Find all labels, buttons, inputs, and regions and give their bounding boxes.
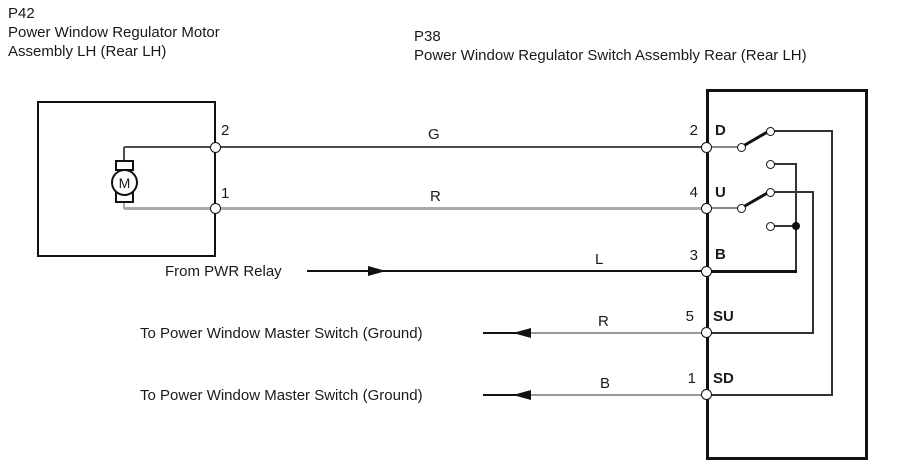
- switch-pin-1-number: 1: [687, 370, 696, 387]
- wire-sd: [529, 394, 706, 396]
- switch-pin-3-circle: [701, 266, 712, 277]
- pin4-pivot-stub: [707, 207, 739, 209]
- ground-label-2: To Power Window Master Switch (Ground): [140, 387, 423, 404]
- switch-connector-box: [706, 89, 868, 460]
- wire-g-label: G: [428, 126, 440, 143]
- ground-label-1: To Power Window Master Switch (Ground): [140, 325, 423, 342]
- terminal-su-label: SU: [713, 308, 734, 325]
- terminal-sd-label: SD: [713, 370, 734, 387]
- from-pwr-relay-label: From PWR Relay: [165, 263, 282, 280]
- sd-internal-wire: [707, 394, 833, 396]
- ground-arrow-2-icon: [513, 390, 531, 400]
- motor-pin-1-number: 1: [221, 185, 230, 202]
- b-internal-wire: [707, 270, 797, 273]
- right-connector-code: P38: [414, 28, 441, 45]
- d-up-contact-circle: [766, 127, 775, 136]
- wire-g: [124, 146, 706, 148]
- u-to-su-vertical: [812, 191, 814, 334]
- motor-pin-2-number: 2: [221, 122, 230, 139]
- u-contact-lead: [773, 191, 814, 193]
- u-switch-pivot-circle: [737, 204, 746, 213]
- pin2-pivot-stub: [707, 146, 739, 148]
- motor-lead-top: [123, 147, 125, 163]
- wire-sd-black-segment: [483, 394, 518, 396]
- terminal-b-label: B: [715, 246, 726, 263]
- right-connector-name: Power Window Regulator Switch Assembly R…: [414, 47, 807, 64]
- wire-sd-label: B: [600, 375, 611, 392]
- wire-su-label: R: [598, 313, 609, 330]
- switch-pin-5-number: 5: [685, 308, 694, 325]
- motor-pin-2-circle: [210, 142, 221, 153]
- switch-pin-4-circle: [701, 203, 712, 214]
- terminal-d-label: D: [715, 122, 726, 139]
- ground-arrow-1-icon: [513, 328, 531, 338]
- motor-pin-1-circle: [210, 203, 221, 214]
- switch-pin-4-number: 4: [689, 184, 698, 201]
- switch-pin-2-number: 2: [689, 122, 698, 139]
- motor-lead-bottom: [123, 202, 125, 209]
- left-connector-name-line2: Assembly LH (Rear LH): [8, 43, 167, 60]
- wire-r: [124, 207, 706, 210]
- left-connector-name-line1: Power Window Regulator Motor: [8, 24, 220, 41]
- wire-r-label: R: [430, 188, 441, 205]
- pwr-relay-arrow-icon: [368, 266, 386, 276]
- u-down-contact-lead: [773, 225, 796, 227]
- mid-to-b-vertical: [795, 163, 797, 272]
- switch-pin-2-circle: [701, 142, 712, 153]
- mid-contact-lead: [773, 163, 797, 165]
- switch-pin-5-circle: [701, 327, 712, 338]
- d-to-sd-vertical: [831, 130, 833, 396]
- wire-su: [529, 332, 706, 334]
- wire-l: [307, 270, 706, 272]
- u-down-contact-circle: [766, 222, 775, 231]
- u-up-contact-circle: [766, 188, 775, 197]
- switch-pin-3-number: 3: [689, 247, 698, 264]
- terminal-u-label: U: [715, 184, 726, 201]
- su-internal-wire: [707, 332, 814, 334]
- d-contact-lead: [773, 130, 833, 132]
- mid-contact-circle: [766, 160, 775, 169]
- junction-dot: [792, 222, 800, 230]
- switch-pin-1-circle: [701, 389, 712, 400]
- motor-symbol: M: [111, 169, 138, 196]
- wire-l-label: L: [595, 251, 604, 268]
- left-connector-code: P42: [8, 5, 35, 22]
- d-switch-pivot-circle: [737, 143, 746, 152]
- wire-su-black-segment: [483, 332, 518, 334]
